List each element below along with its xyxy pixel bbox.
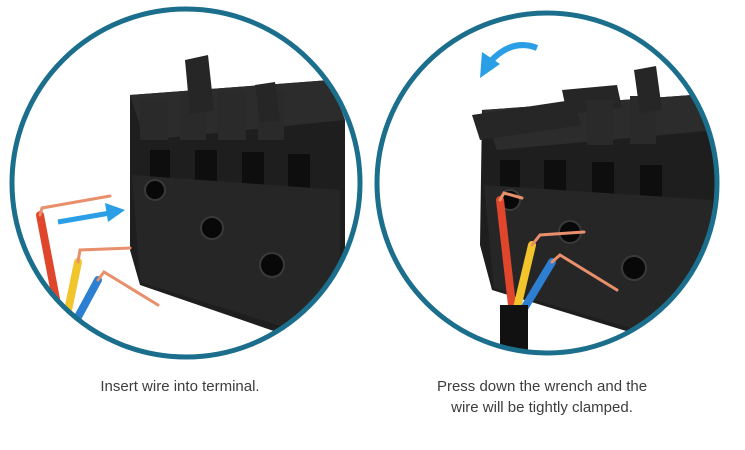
insert-arrow-icon [57,203,125,225]
rotate-arrow-icon [480,42,539,78]
terminal-block [130,55,345,340]
step-1-ring [9,6,363,360]
terminal-wire-clamped-illustration [374,10,720,356]
caption-line: Press down the wrench and the [436,378,648,395]
step-2-caption: Press down the wrench and the wire will … [372,376,712,418]
caption-line: wire will be tightly clamped. [451,399,633,416]
wires [496,191,619,353]
terminal-block [472,66,717,345]
caption-line: Insert wire into terminal. [100,378,260,395]
step-1-caption: Insert wire into terminal. [20,376,340,397]
terminal-wire-insert-illustration [9,6,363,360]
step-2-panel [372,0,745,370]
step-2-ring [374,10,720,356]
step-1-panel [0,0,372,370]
